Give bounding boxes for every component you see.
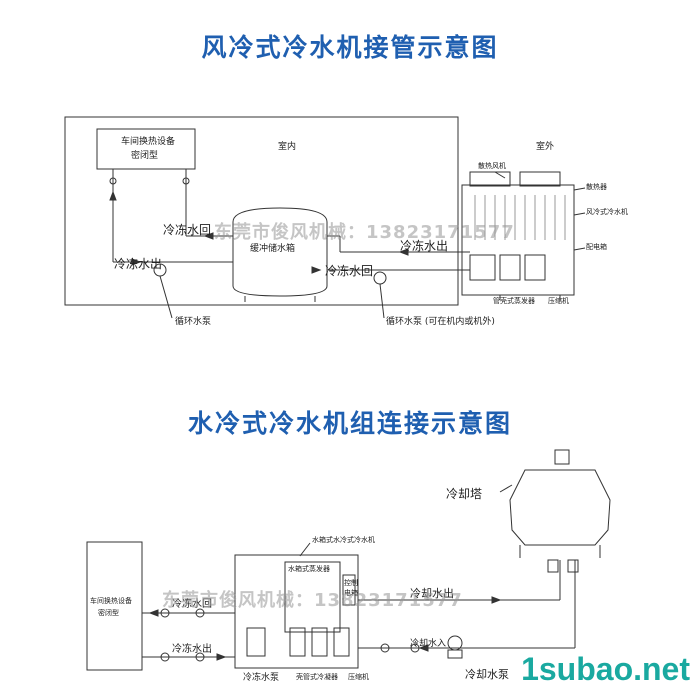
tank-label: 缓冲储水箱 [250, 244, 296, 254]
valve-icon [182, 177, 190, 185]
flow-arrow-icon [398, 248, 409, 256]
equipment-label-top: 车间换热设备 [121, 137, 176, 147]
equipment-type-bottom: 密闭型 [98, 609, 119, 617]
flow-arrow-icon [203, 232, 214, 240]
cool-out-label: 冷却水出 [410, 587, 454, 600]
buffer-tank [232, 207, 328, 297]
cooling-tower [509, 469, 611, 546]
outdoor-label: 室外 [536, 142, 555, 152]
valve-icon [195, 652, 205, 662]
equipment-box-bottom [86, 541, 143, 671]
return-left-label: 冷冻水回 [163, 223, 212, 237]
top-diagram-title: 风冷式冷水机接管示意图 [201, 33, 499, 62]
water-cooled-chiller [234, 554, 359, 669]
flow-arrow-icon [491, 596, 502, 604]
chill-pump-label: 冷冻水泵 [243, 673, 280, 683]
pump-right-label: 循环水泵 (可在机内或机外) [386, 317, 495, 327]
compressor-bottom-label: 压缩机 [348, 673, 369, 681]
indoor-boundary [64, 116, 459, 306]
air-cooled-chiller [461, 184, 575, 296]
cool-in-label: 冷却水入 [410, 639, 447, 649]
watermark-top: 东莞市俊风机械：13823171577 [214, 222, 515, 243]
equipment-label-bottom: 车间换热设备 [90, 597, 132, 605]
valve-icon [380, 643, 390, 653]
valve-icon [160, 608, 170, 618]
flow-arrow-icon [109, 190, 117, 201]
supply-bottom-label: 冷冻水出 [172, 644, 212, 655]
control-box-label: 配电箱 [586, 243, 607, 251]
valve-icon [160, 652, 170, 662]
panel-label: 水箱式蒸发器 [288, 565, 330, 573]
compressor-label: 压缩机 [548, 297, 569, 305]
return-right-label: 冷冻水回 [325, 264, 374, 278]
control-label-2: 电箱 [344, 589, 358, 597]
control-label-1: 控制 [344, 579, 358, 587]
bottom-diagram-title: 水冷式冷水机组连接示意图 [187, 409, 512, 438]
water-chiller-label: 水箱式水冷式冷水机 [312, 536, 375, 544]
radiator-label: 散热器 [586, 183, 607, 191]
supply-left-label: 冷冻水出 [114, 257, 163, 271]
flow-arrow-icon [131, 258, 142, 266]
equipment-box-top [96, 128, 196, 170]
tower-label: 冷却塔 [446, 487, 483, 501]
flow-arrow-icon [148, 609, 159, 617]
fan-label: 散热风机 [478, 162, 506, 170]
valve-icon [109, 177, 117, 185]
flow-arrow-icon [216, 653, 227, 661]
flow-arrow-icon [311, 266, 322, 274]
indoor-label: 室内 [278, 142, 297, 152]
return-bottom-label: 冷冻水回 [172, 599, 212, 610]
condenser-label: 壳管式冷凝器 [296, 673, 338, 681]
flow-arrow-icon [418, 644, 429, 652]
supply-right-label: 冷冻水出 [400, 239, 449, 253]
evaporator-label: 管壳式蒸发器 [493, 297, 535, 305]
cool-pump-label: 冷却水泵 [465, 668, 509, 681]
site-logo: 1subao.net [521, 651, 690, 687]
pump-icon [373, 271, 387, 285]
valve-icon [410, 643, 420, 653]
valve-icon [195, 608, 205, 618]
equipment-type-top: 密闭型 [131, 151, 159, 161]
watermark-bottom: 东莞市俊风机械：13823171577 [162, 590, 463, 611]
pump-left-label: 循环水泵 [175, 317, 212, 327]
chiller-label: 风冷式冷水机 [586, 208, 628, 216]
